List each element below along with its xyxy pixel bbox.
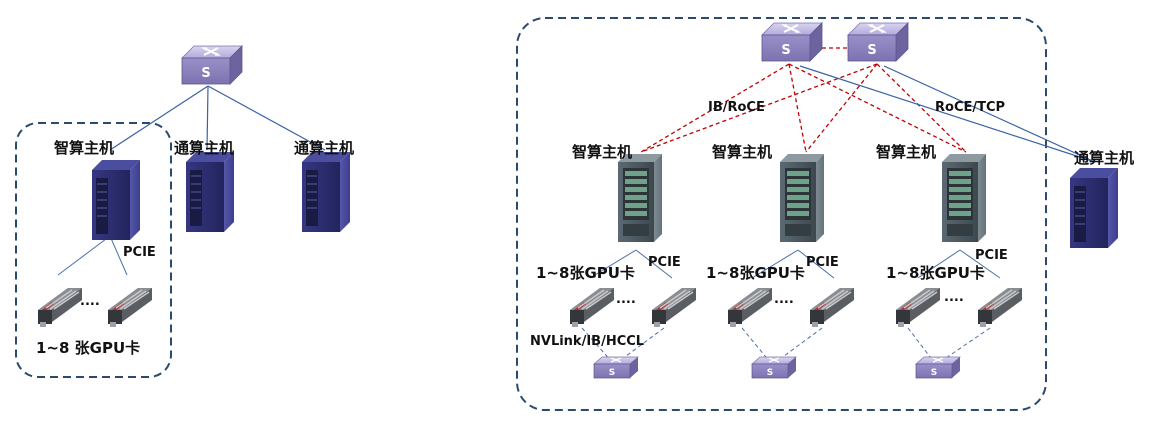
right-compute-rack-icon-3 bbox=[942, 154, 986, 242]
left-general-server-icon-2 bbox=[301, 151, 351, 233]
spine-switch-icon-1 bbox=[761, 22, 823, 62]
link-switch-to-general-host-2 bbox=[207, 85, 326, 151]
roce-tcp-label: RoCE/TCP bbox=[935, 100, 1006, 115]
left-gpu-card-icon-1 bbox=[37, 287, 83, 328]
right-pcie-label-1: PCIE bbox=[648, 255, 681, 270]
gpu-card-icon-1b bbox=[651, 287, 697, 328]
right-cluster-boundary bbox=[516, 17, 1047, 411]
link-switch-to-general-host-1 bbox=[206, 85, 209, 151]
right-compute-host-label-3: 智算主机 bbox=[876, 143, 937, 161]
left-general-host-label-1: 通算主机 bbox=[174, 139, 235, 157]
right-gpu-count-label-2: 1~8张GPU卡 bbox=[706, 264, 805, 282]
left-general-server-icon-1 bbox=[185, 151, 235, 233]
left-general-host-label-2: 通算主机 bbox=[294, 139, 355, 157]
left-compute-server-icon bbox=[91, 159, 141, 241]
roce-tcp-links bbox=[799, 65, 1096, 163]
leaf-switch-icon-1 bbox=[593, 356, 639, 379]
right-gpu-count-label-1: 1~8张GPU卡 bbox=[536, 264, 635, 282]
left-gpu-count-label: 1~8 张GPU卡 bbox=[36, 339, 141, 357]
gpu-card-icon-1a bbox=[569, 287, 615, 328]
gpu-card-icon-2a bbox=[727, 287, 773, 328]
right-gpu-links bbox=[589, 249, 1001, 279]
right-general-host-label: 通算主机 bbox=[1074, 149, 1135, 167]
leaf-switch-icon-2 bbox=[751, 356, 797, 379]
right-gpu-ellipsis-3: .... bbox=[944, 290, 964, 305]
right-gpu-ellipsis-1: .... bbox=[616, 292, 636, 307]
left-compute-host-label: 智算主机 bbox=[54, 139, 115, 157]
right-gpu-count-label-3: 1~8张GPU卡 bbox=[886, 264, 985, 282]
right-general-server-icon bbox=[1069, 167, 1119, 249]
right-pcie-label-2: PCIE bbox=[806, 255, 839, 270]
gpu-card-icon-3b bbox=[977, 287, 1023, 328]
spine-switch-icon-2 bbox=[847, 22, 909, 62]
right-compute-rack-icon-1 bbox=[618, 154, 662, 242]
left-gpu-card-icon-2 bbox=[107, 287, 153, 328]
left-cluster-boundary bbox=[15, 122, 172, 378]
left-links bbox=[109, 85, 326, 151]
right-pcie-label-3: PCIE bbox=[975, 248, 1008, 263]
ib-roce-links bbox=[640, 47, 967, 153]
right-compute-host-label-1: 智算主机 bbox=[572, 143, 633, 161]
left-pcie-label: PCIE bbox=[123, 245, 156, 260]
left-gpu-ellipsis: .... bbox=[80, 294, 100, 309]
ib-roce-label: IB/RoCE bbox=[708, 100, 765, 115]
nvlink-interconnect-label: NVLink/IB/HCCL bbox=[530, 334, 645, 349]
leaf-switch-icon-3 bbox=[915, 356, 961, 379]
gpu-card-icon-2b bbox=[809, 287, 855, 328]
left-gpu-links bbox=[57, 235, 128, 276]
right-compute-rack-icon-2 bbox=[780, 154, 824, 242]
core-switch-icon bbox=[181, 45, 243, 85]
right-compute-host-label-2: 智算主机 bbox=[712, 143, 773, 161]
gpu-card-icon-3a bbox=[895, 287, 941, 328]
gpu-interconnect-links bbox=[581, 327, 991, 363]
link-switch-to-compute-host bbox=[109, 85, 209, 151]
right-gpu-ellipsis-2: .... bbox=[774, 292, 794, 307]
